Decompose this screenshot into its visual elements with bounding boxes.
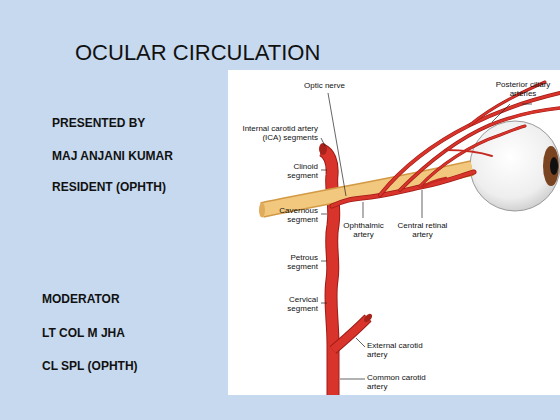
credit-text: MAJ ANJANI KUMAR xyxy=(52,150,173,164)
anatomy-label: External carotid artery xyxy=(367,341,435,359)
carotid-vessels xyxy=(319,143,374,395)
figure-panel xyxy=(228,70,560,395)
anatomy-label: Common carotid artery xyxy=(367,373,433,391)
credit-text: PRESENTED BY xyxy=(52,117,145,131)
slide-title: OCULAR CIRCULATION xyxy=(75,40,320,65)
segment-label: Cervical segment xyxy=(274,295,318,313)
anatomy-label: Internal carotid artery (ICA) segments xyxy=(236,124,318,142)
segment-label: Petrous segment xyxy=(274,253,318,271)
credit-text: RESIDENT (OPHTH) xyxy=(52,181,166,195)
credit-text: CL SPL (OPHTH) xyxy=(42,360,138,374)
pupil xyxy=(550,157,558,175)
eyeball xyxy=(470,121,560,211)
anatomy-label: Optic nerve xyxy=(304,81,345,90)
segment-label: Cavernous segment xyxy=(270,206,318,224)
ophthalmic-artery xyxy=(332,82,560,206)
credit-text: MODERATOR xyxy=(42,293,120,307)
leader-lines xyxy=(321,93,532,379)
credit-text: LT COL M JHA xyxy=(42,327,125,341)
segment-label: Clinoid segment xyxy=(274,162,318,180)
anatomy-label: Central retinal artery xyxy=(392,221,453,239)
anatomy-label: Posterior ciliary arteries xyxy=(490,80,556,98)
iris xyxy=(543,146,559,186)
anatomy-label: Ophthalmic artery xyxy=(340,221,387,239)
